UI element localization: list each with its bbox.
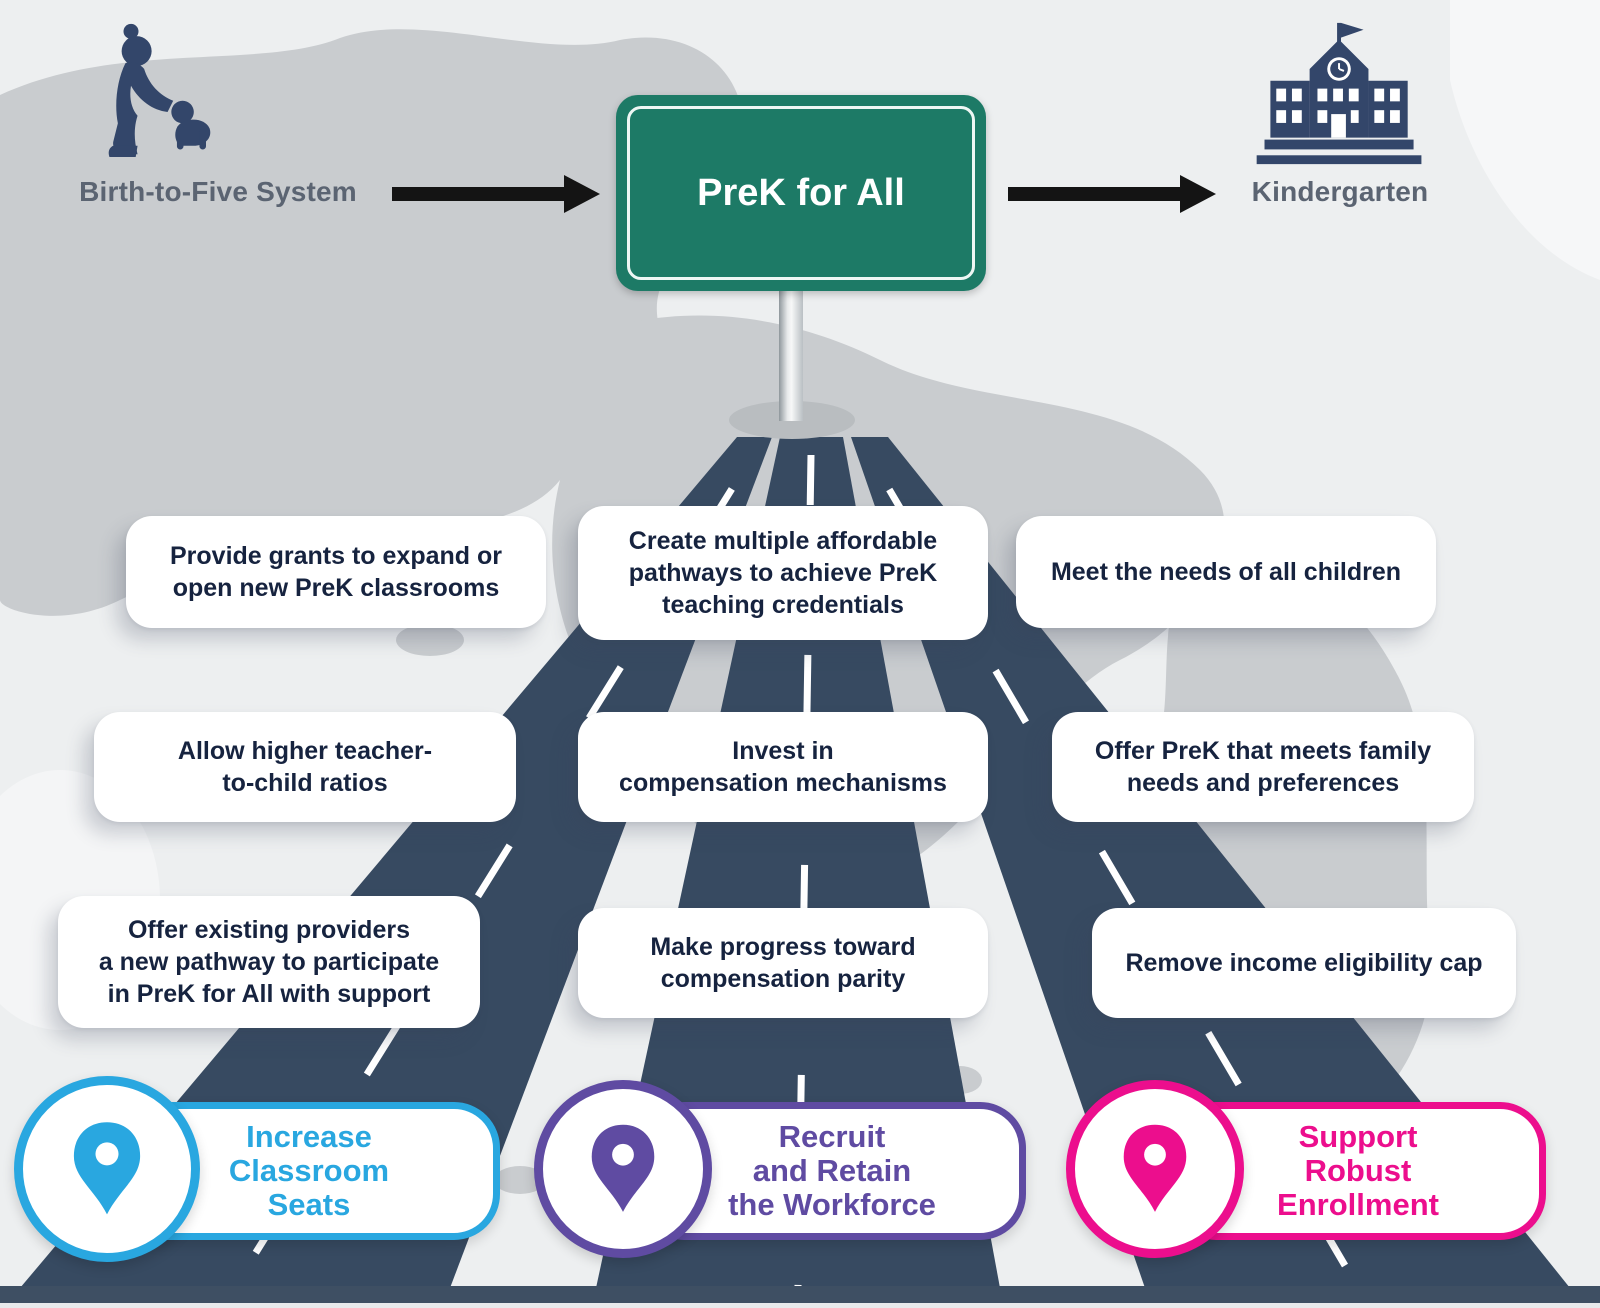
arrow-right-icon xyxy=(392,175,600,213)
location-pin-icon xyxy=(73,1122,141,1215)
birth-to-five-label: Birth-to-Five System xyxy=(79,176,357,207)
arrow-shaft xyxy=(1008,187,1184,201)
pin-circle-workforce xyxy=(534,1080,712,1258)
arrow-right-icon xyxy=(1008,175,1216,213)
road-middle xyxy=(596,437,1000,1288)
milestone-box: Provide grants to expand or open new Pre… xyxy=(126,516,546,628)
milestone-box: Create multiple affordable pathways to a… xyxy=(578,506,988,640)
arrow-head xyxy=(564,175,600,213)
arrow-head xyxy=(1180,175,1216,213)
school-icon xyxy=(1252,18,1430,175)
kindergarten-label: Kindergarten xyxy=(1251,176,1429,207)
location-pin-icon xyxy=(1123,1124,1187,1212)
sign-inner-border xyxy=(627,106,975,280)
bottom-bar xyxy=(0,1286,1600,1303)
milestone-box: Remove income eligibility cap xyxy=(1092,908,1516,1018)
roads xyxy=(20,437,1570,1288)
milestone-box: Offer PreK that meets family needs and p… xyxy=(1052,712,1474,822)
pin-circle-seats xyxy=(14,1076,200,1262)
sign-pole xyxy=(779,289,803,421)
milestone-box: Allow higher teacher- to-child ratios xyxy=(94,712,516,822)
location-pin-icon xyxy=(591,1124,655,1212)
sign-label: PreK for All xyxy=(697,171,905,214)
road-left xyxy=(20,437,772,1288)
light-patch xyxy=(1450,0,1600,280)
milestone-box: Offer existing providers a new pathway t… xyxy=(58,896,480,1028)
road-right xyxy=(851,437,1570,1288)
parent-child-icon xyxy=(100,22,222,177)
destination-pill-workforce: Recruit and Retain the Workforce xyxy=(638,1102,1026,1240)
prek-for-all-sign: PreK for All xyxy=(616,95,986,291)
milestone-box: Meet the needs of all children xyxy=(1016,516,1436,628)
milestone-box: Make progress toward compensation parity xyxy=(578,908,988,1018)
milestone-box: Invest in compensation mechanisms xyxy=(578,712,988,822)
arrow-shaft xyxy=(392,187,568,201)
bottom-strip xyxy=(0,1303,1600,1308)
pin-circle-enrollment xyxy=(1066,1080,1244,1258)
road-dashes xyxy=(232,453,1361,1288)
